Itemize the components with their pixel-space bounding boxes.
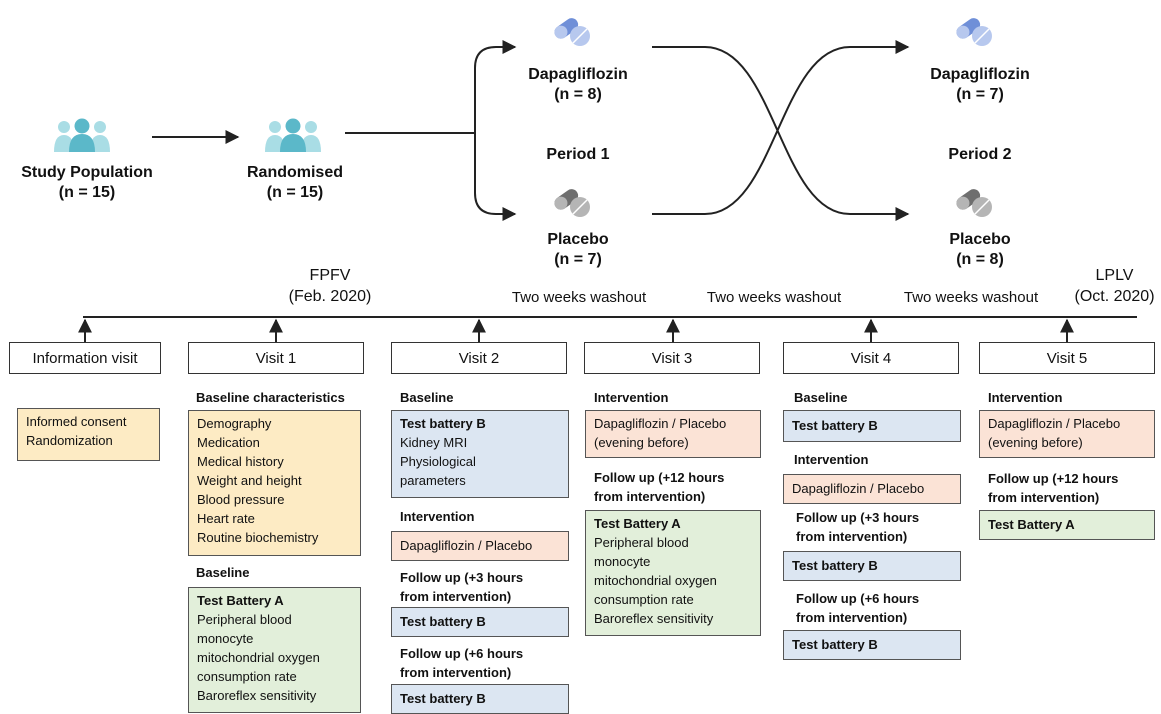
- arrow-to-placebo-p1: [474, 133, 517, 221]
- visit-header-3: Visit 3: [584, 342, 760, 374]
- visit-header-4: Visit 4: [783, 342, 959, 374]
- period1-label: Period 1: [546, 146, 610, 163]
- pill-icon-blue: [956, 18, 992, 46]
- period1-placebo-label: Placebo(n = 7): [547, 231, 609, 268]
- visit-header-5: Visit 5: [979, 342, 1155, 374]
- pill-icon-gray: [956, 189, 992, 217]
- study-population-label: Study Population(n = 15): [21, 164, 153, 201]
- test-battery-b-box: Test battery B: [783, 551, 961, 581]
- section-intervention: Intervention: [594, 390, 669, 405]
- test-battery-b-box: Test battery B: [783, 630, 961, 660]
- test-battery-a-box: Test Battery A: [979, 510, 1155, 540]
- visit-header-1: Visit 1: [188, 342, 364, 374]
- period1-dapagliflozin-label: Dapagliflozin(n = 8): [528, 66, 628, 103]
- visit-header-information: Information visit: [9, 342, 161, 374]
- pill-icon-gray: [554, 189, 590, 217]
- section-intervention: Intervention: [794, 452, 869, 467]
- section-baseline-characteristics: Baseline characteristics: [196, 390, 345, 405]
- visit-header-2: Visit 2: [391, 342, 567, 374]
- period2-dapagliflozin-label: Dapagliflozin(n = 7): [930, 66, 1030, 103]
- intervention-box: Dapagliflozin / Placebo: [391, 531, 569, 561]
- fpfv-label: FPFV(Feb. 2020): [288, 267, 372, 305]
- crossover-placebo-to-dapa: [652, 40, 910, 215]
- lplv-label: LPLV(Oct. 2020): [1074, 267, 1155, 305]
- washout-label: Two weeks washout: [903, 289, 1039, 306]
- test-battery-b-box: Test battery B: [391, 684, 569, 714]
- randomised-label: Randomised(n = 15): [246, 164, 343, 201]
- intervention-box: Dapagliflozin / Placebo(evening before): [979, 410, 1155, 458]
- test-battery-b-box: Test battery B: [391, 607, 569, 637]
- period2-label: Period 2: [948, 146, 1012, 163]
- intervention-box: Dapagliflozin / Placebo(evening before): [585, 410, 761, 458]
- section-baseline: Baseline: [794, 390, 848, 405]
- people-icon: [54, 118, 110, 152]
- section-baseline: Baseline: [400, 390, 454, 405]
- intervention-box: Dapagliflozin / Placebo: [783, 474, 961, 504]
- section-intervention: Intervention: [988, 390, 1063, 405]
- section-intervention: Intervention: [400, 509, 475, 524]
- people-icon: [265, 118, 321, 152]
- washout-label: Two weeks washout: [511, 289, 647, 306]
- pill-icon-blue: [554, 18, 590, 46]
- section-baseline: Baseline: [196, 565, 250, 580]
- washout-label: Two weeks washout: [706, 289, 842, 306]
- test-battery-b-box: Test battery B: [783, 410, 961, 442]
- arrow-to-dapagliflozin-p1: [474, 40, 517, 133]
- period2-placebo-label: Placebo(n = 8): [949, 231, 1011, 268]
- crossover-dapa-to-placebo: [652, 46, 910, 221]
